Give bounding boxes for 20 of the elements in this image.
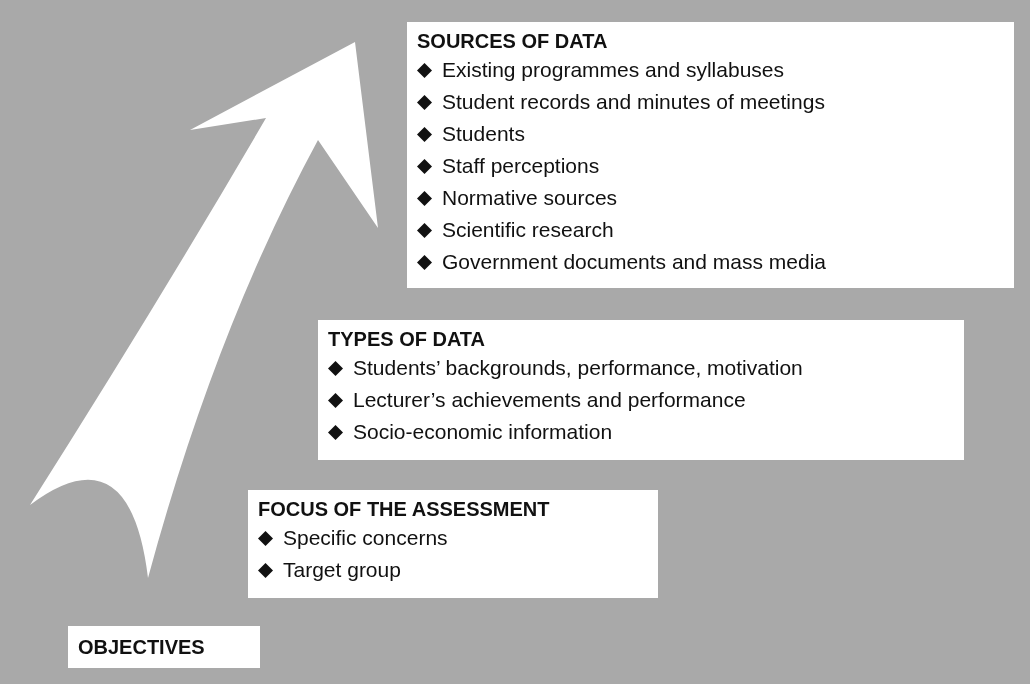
list-item: Staff perceptions [442, 154, 600, 178]
list-item: Students’ backgrounds, performance, motivation [353, 356, 803, 380]
list-item: Student records and minutes of meetings [442, 90, 825, 114]
list-item: Government documents and mass media [442, 250, 827, 274]
box-heading: FOCUS OF THE ASSESSMENT [258, 497, 551, 522]
text-box [248, 490, 658, 598]
list-item: Lecturer’s achievements and performance [353, 388, 746, 412]
list-item: Normative sources [442, 186, 618, 210]
box-heading: TYPES OF DATA [328, 327, 487, 352]
list-item: Socio-economic information [353, 420, 613, 444]
list-item: Existing programmes and syllabuses [442, 58, 784, 82]
box-heading: SOURCES OF DATA [417, 29, 609, 54]
list-item: Specific concerns [283, 526, 448, 550]
list-item: Target group [283, 558, 401, 582]
text-box [68, 626, 260, 668]
text-box [407, 22, 1014, 288]
list-item: Students [442, 122, 525, 146]
box-heading: OBJECTIVES [78, 635, 205, 660]
list-item: Scientific research [442, 218, 614, 242]
text-box [318, 320, 964, 460]
